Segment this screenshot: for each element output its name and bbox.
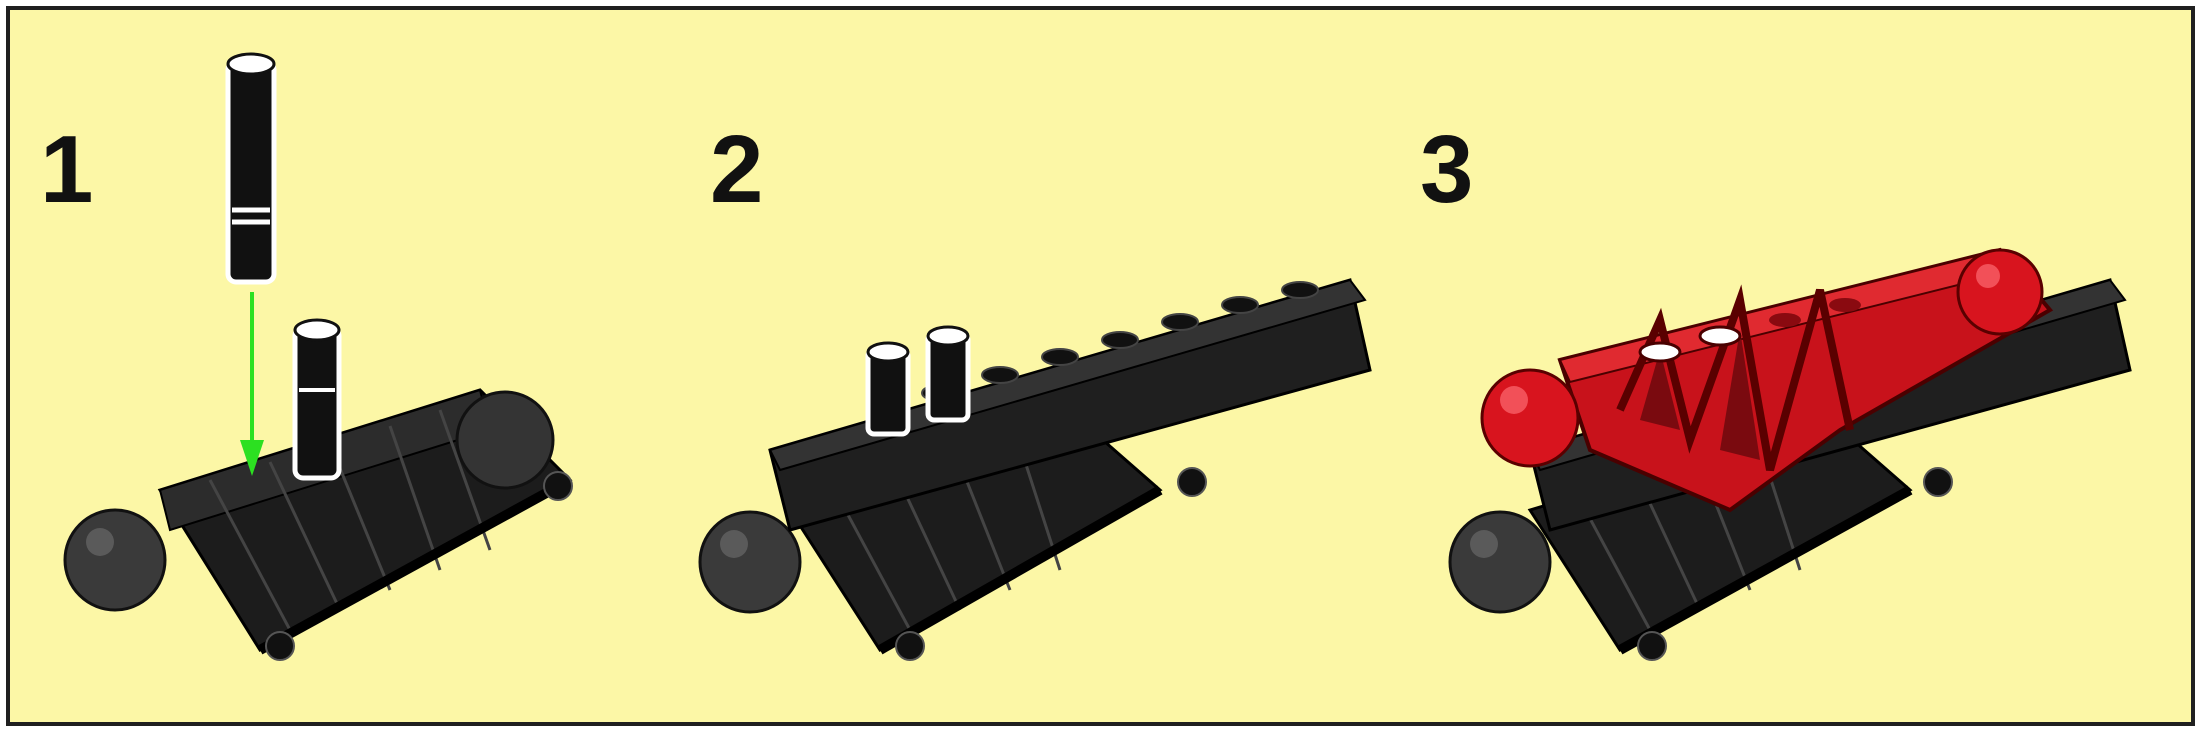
- step-1-illustration: [10, 10, 710, 722]
- insert-arrow-icon: [240, 292, 264, 476]
- step-2-panel: 2: [710, 10, 1390, 722]
- instruction-panel: 1: [6, 6, 2195, 726]
- ball-joint-icon: [1958, 250, 2042, 334]
- step-1-panel: 1: [10, 10, 710, 722]
- ball-joint-icon: [700, 512, 800, 612]
- ball-joint-icon: [457, 392, 553, 488]
- ball-joint-icon: [1450, 512, 1550, 612]
- pin-icon: [928, 327, 968, 420]
- ball-joint-icon: [1482, 370, 1578, 466]
- step-2-illustration: [710, 10, 1390, 722]
- pin-icon: [295, 320, 339, 478]
- step-3-illustration: [1390, 10, 2190, 722]
- step-3-panel: 3: [1390, 10, 2190, 722]
- pin-icon: [868, 343, 908, 434]
- pin-icon: [228, 54, 274, 282]
- ball-joint-icon: [65, 510, 165, 610]
